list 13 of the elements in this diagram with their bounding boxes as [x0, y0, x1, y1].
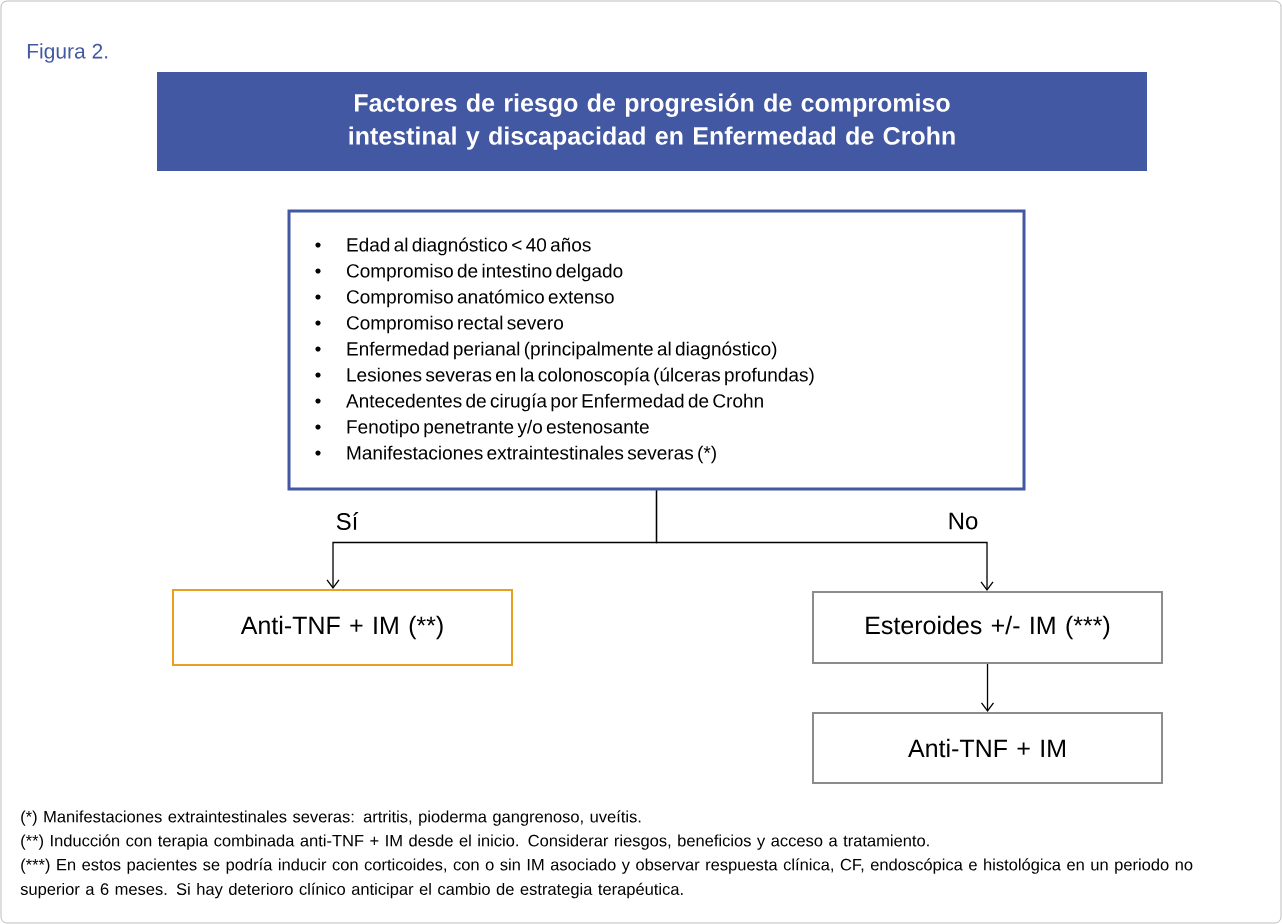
edge-label: No: [945, 510, 981, 532]
footnote: (*) Manifestaciones extraintestinales severas: artritis, pioderma gangrenoso, uveítis.: [21, 810, 641, 826]
title-banner: Factores de riesgo de progresión de compromiso intestinal y discapacidad en Enfermedad de Crohn: [157, 72, 1147, 171]
arrow: [655, 489, 994, 591]
risk-factor-box: Edad al diagnóstico < 40 años Compromiso de intestino delgado Compromiso anatómico extenso Compromiso rectal severo Enfermedad perianal (principalmente al diagnóstico) Lesiones severas en la colonoscopía (úlceras profundas) Antecedentes de cirugía por Enfermedad de Crohn Fenotipo penetrante y/o estenosante Manifestaciones extraintestinales severas (*): [287, 209, 1026, 491]
treatment-box: Anti-TNF + IM (**): [172, 589, 513, 666]
footnote: (**) Inducción con terapia combinada anti-TNF + IM desde el inicio. Considerar riesgos, beneficios y acceso a tratamiento.: [21, 834, 929, 850]
treatment-box: Anti-TNF + IM: [812, 712, 1163, 784]
arrow: [980, 663, 995, 712]
footnote: (***) En estos pacientes se podría inducir con corticoides, con o sin IM asociado y observar respuesta clínica, CF, endoscópica e histológica en un periodo no superior a 6 meses. Si hay deterioro clínico anticipar el cambio de estrategia terapéutica.: [20, 858, 1193, 899]
edge-label: Sí: [333, 510, 361, 532]
treatment-box: Esteroides +/- IM (***): [812, 591, 1163, 664]
figure-label: Figura 2.: [27, 43, 108, 63]
